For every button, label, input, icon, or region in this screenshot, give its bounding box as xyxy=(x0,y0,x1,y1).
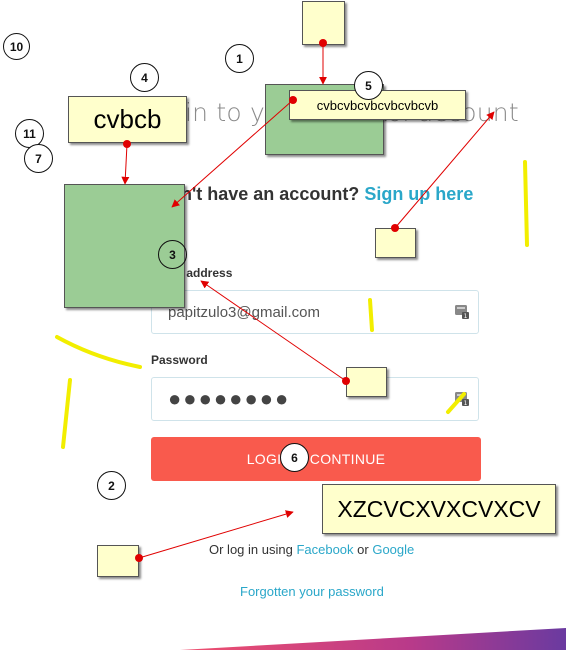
password-mask: ●●●●●●●● xyxy=(168,386,291,411)
marker-1[interactable]: 1 xyxy=(225,44,254,73)
marker-4[interactable]: 4 xyxy=(130,63,159,92)
arrow-anchor-dot xyxy=(342,377,350,385)
arrow xyxy=(121,143,130,185)
highlight-stroke xyxy=(368,298,374,332)
social-login-text: Or log in using xyxy=(209,542,297,557)
svg-text:1: 1 xyxy=(464,400,468,407)
marker-7[interactable]: 7 xyxy=(24,144,53,173)
footer-gradient-band xyxy=(180,628,566,650)
arrow-anchor-dot xyxy=(123,140,131,148)
arrow-anchor-dot xyxy=(289,96,297,104)
forgot-password-link[interactable]: Forgotten your password xyxy=(240,584,384,599)
login-continue-button[interactable]: LOGIN & CONTINUE xyxy=(151,437,481,481)
social-login: Or log in using Facebook or Google xyxy=(209,542,414,557)
sticky-note-cvbcb[interactable]: cvbcb xyxy=(68,96,187,143)
marker-6[interactable]: 6 xyxy=(280,443,309,472)
arrow-anchor-dot xyxy=(135,554,143,562)
marker-11[interactable]: 11 xyxy=(15,119,44,148)
social-or-text: or xyxy=(353,542,373,557)
password-label: Password xyxy=(151,353,208,367)
marker-10[interactable]: 10 xyxy=(3,33,30,60)
sticky-note-xz[interactable]: XZCVCXVXCVXCV xyxy=(322,484,556,534)
highlight-stroke xyxy=(61,378,72,449)
highlight-stroke xyxy=(55,335,142,369)
arrow xyxy=(171,99,294,208)
highlight-stroke xyxy=(523,160,529,247)
signup-prompt: Don't have an account? Sign up here xyxy=(157,184,473,205)
marker-5[interactable]: 5 xyxy=(354,71,383,100)
marker-3[interactable]: 3 xyxy=(158,240,187,269)
empty-sticky-note[interactable] xyxy=(346,367,387,397)
arrow xyxy=(200,280,347,382)
svg-text:1: 1 xyxy=(464,313,468,320)
highlight-stroke xyxy=(446,392,466,414)
arrow-anchor-dot xyxy=(391,224,399,232)
signup-prompt-text: Don't have an account? xyxy=(157,184,365,204)
marker-2[interactable]: 2 xyxy=(97,471,126,500)
sign-up-link[interactable]: Sign up here xyxy=(364,184,474,204)
facebook-link[interactable]: Facebook xyxy=(296,542,354,557)
arrow xyxy=(394,111,495,229)
arrow xyxy=(138,510,294,559)
google-link[interactable]: Google xyxy=(372,542,415,557)
password-field[interactable]: ●●●●●●●● 1 xyxy=(151,377,479,421)
arrow-anchor-dot xyxy=(319,39,327,47)
password-manager-icon[interactable]: 1 xyxy=(454,304,470,320)
